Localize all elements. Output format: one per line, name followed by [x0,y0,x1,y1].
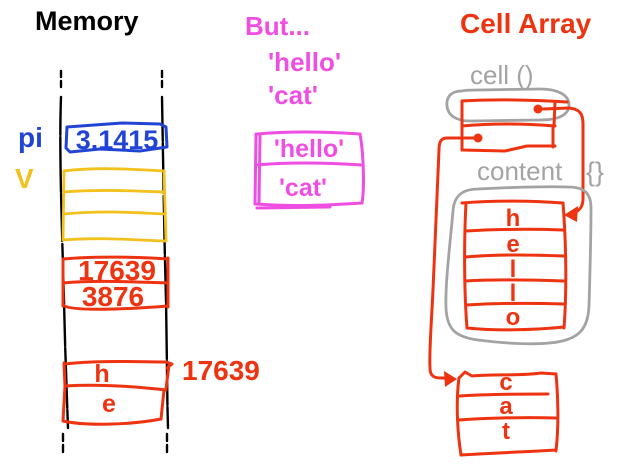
pi-value: 3.1415 [76,125,159,155]
pointer-box-bottom [460,144,557,153]
hello-letter-3: l [510,256,517,283]
v-box-bottom [61,237,168,243]
pointer-dot-2 [473,133,483,143]
pointer-box-right [551,100,557,149]
pointer-table-box [460,98,569,153]
pi-label: pi [18,122,43,153]
hello-box-divider2 [463,253,566,259]
cat-letter-2: a [499,393,513,420]
cell-highlight-loop [445,87,571,123]
hello-box-divider4 [464,301,566,307]
hello-box-bottom [465,325,566,332]
char-box-left-lower [61,384,67,423]
v-label: V [15,163,34,194]
cell-array-title: Cell Array [460,8,592,39]
cat-box-divider2 [457,416,558,422]
hello-content-box [460,199,568,332]
content-braces-label: {} [586,157,604,187]
hello-letter-1: h [506,205,521,232]
hello-box-top [460,199,565,205]
addr-box-divider [61,279,170,285]
address-value-1: 17639 [78,255,156,286]
cat-box-right [554,372,560,453]
cat-box-bottom [459,448,558,457]
cat-box-left [455,376,463,457]
but-title: But... [245,11,310,41]
cell-array-section: Cell Array cell () content {} [428,8,604,457]
address-value-2: 3876 [82,281,144,312]
v-box-divider1 [62,189,166,194]
pointer-box-top [460,98,569,104]
string-box-left [253,132,258,206]
string-box-left-double [257,133,262,205]
string-box-top [255,130,362,136]
char-value-e: e [102,390,116,418]
cell-function-label: cell () [470,60,534,90]
cat-box-divider1 [458,392,550,398]
v-box-divider2 [62,210,167,216]
string-box-hello: 'hello' [274,135,344,163]
hello-letter-4: l [510,280,517,307]
cat-box-top [457,370,558,380]
v-box-top [62,167,166,173]
hello-box-left [463,201,469,330]
hello-box-divider3 [463,278,566,283]
char-box-top [62,360,174,370]
char-box-right-upper [164,363,171,391]
hello-box-divider1 [464,227,565,233]
string-box-bottom [254,201,364,208]
memory-title: Memory [35,6,139,36]
address-annotation: 17639 [182,355,260,386]
string-box-cat: 'cat' [279,174,327,202]
v-memory-cells-box [61,167,168,243]
string-pair-box [253,130,365,210]
char-box-bottom [61,417,163,426]
but-hello-text: 'hello' [268,47,341,77]
v-box-right [162,169,168,243]
char-box-right-lower [159,388,166,421]
content-highlight-loop [444,185,593,346]
address-memory-cells-box [61,255,170,311]
string-box-right [358,132,365,205]
hello-letter-5: o [506,304,521,331]
v-box-left [61,169,66,242]
pointer-box-divider [460,122,557,128]
cat-letter-1: c [499,369,512,396]
char-value-h: h [94,360,109,388]
hello-box-right [561,201,568,330]
char-memory-cells-box [61,360,174,426]
cat-letter-3: t [502,418,510,445]
pointer-dot-1 [533,104,543,114]
cat-content-box [455,370,560,457]
addr-box-top [61,255,170,261]
addr-box-bottom [61,303,170,311]
content-label: content [477,156,563,186]
but-section: But... 'hello' 'cat' 'hello' 'cat' [245,11,365,210]
string-box-bottom-double [255,205,332,210]
char-box-left-upper [62,361,67,388]
pointer-arrow-2 [428,136,476,380]
hello-letter-2: e [506,231,519,258]
pointer-arrow-1-head [564,206,578,222]
memory-section: Memory pi 3.1415 V [15,6,260,454]
but-cat-text: 'cat' [268,80,318,110]
pointer-arrow-2-head [444,371,457,387]
char-box-divider [63,383,168,392]
string-box-divider [254,161,364,167]
pi-memory-cell-box [64,121,169,154]
